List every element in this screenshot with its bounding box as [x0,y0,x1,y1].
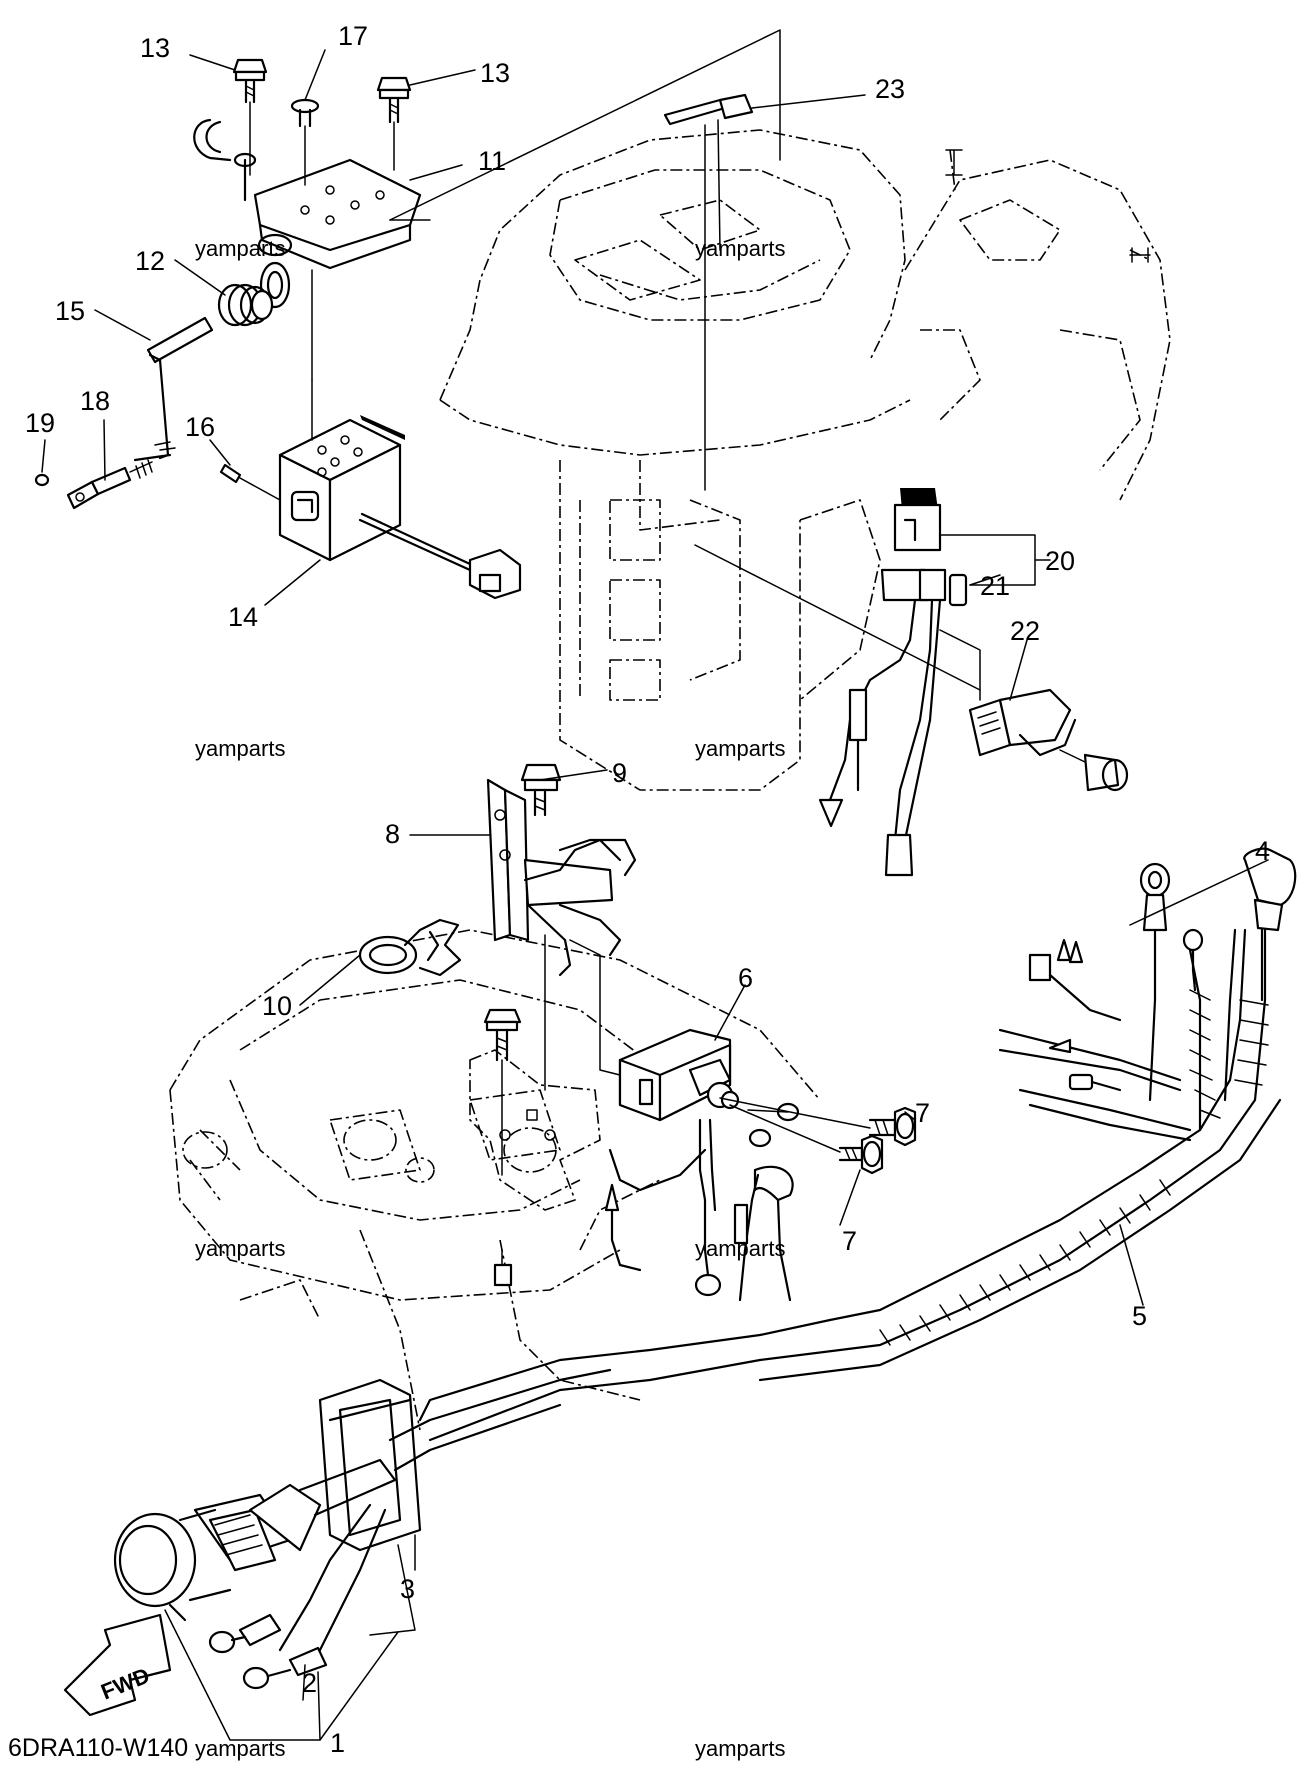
bottom-cowling-outline [169,929,821,1431]
bolt-13-left [232,58,268,104]
callout-7a: 7 [915,1098,930,1128]
callout-18: 18 [80,386,110,416]
callout-15: 15 [55,296,85,326]
callout-4: 4 [1255,836,1270,866]
callout-1: 1 [330,1728,345,1758]
bolt-7-upper [868,1106,917,1147]
terminal-ring-top [1139,862,1171,1102]
leader-lines-right-upper [694,544,981,701]
callout-21: 21 [980,571,1010,601]
regulator-6 [608,1028,740,1297]
connector-20 [828,488,947,842]
callout-10: 10 [262,991,292,1021]
leader-lines-mid [569,939,621,1076]
wire-harness-5 [418,928,1282,1442]
up-arrow [604,1183,642,1272]
callout-20: 20 [1045,546,1075,576]
switch-box-14 [278,379,522,600]
watermark-1: yamparts [195,236,285,261]
callout-17: 17 [338,21,368,51]
fwd-arrow [63,1613,172,1717]
callout-numbers: 13 17 13 11 23 12 15 18 19 16 14 20 21 2… [25,21,1270,1758]
wire-arrow [818,798,844,828]
washers-and-terminals [719,1097,871,1153]
callout-3: 3 [400,1574,415,1604]
screw-17 [290,98,320,128]
callout-13b: 13 [480,58,510,88]
callout-19: 19 [25,408,55,438]
rod-18 [66,459,153,510]
callout-9: 9 [612,758,627,788]
watermarks: yamparts yamparts yamparts yamparts yamp… [195,236,785,1761]
dashed-enclosure [389,29,781,221]
bracket-22 [968,688,1077,757]
cable-boot-4 [1243,847,1297,1002]
plug-grommet-3 [318,1368,612,1552]
clamp-clip [193,118,257,202]
harness-connectors [1028,938,1122,1092]
callout-5: 5 [1132,1301,1147,1331]
callout-22: 22 [1010,616,1040,646]
callout-7b: 7 [842,1226,857,1256]
callout-12: 12 [135,246,165,276]
callout-11: 11 [478,146,506,176]
part-21 [948,573,968,607]
watermark-7: yamparts [195,1736,285,1761]
terminal-ring-mid [1182,928,1204,992]
shaft-15 [133,316,214,462]
bolt-mount-stud [483,934,546,1287]
clamp-10 [358,918,462,977]
wire-terminal-rod [733,1203,749,1245]
callout-13a: 13 [140,33,170,63]
pin-16 [219,463,281,501]
wire-tube [848,688,868,792]
leader-lines-top-left [249,101,395,381]
callout-23: 23 [875,74,905,104]
watermark-4: yamparts [695,736,785,761]
callout-8: 8 [385,819,400,849]
callout-16: 16 [185,412,215,442]
callout-14: 14 [228,602,258,632]
wire-leads-2 [208,1503,387,1690]
bracket-8 [486,778,637,977]
socket-1 [113,1458,397,1622]
watermark-6: yamparts [695,1236,785,1261]
watermark-5: yamparts [195,1236,285,1261]
bolt-13-right [376,76,412,124]
diagram-code: 6DRA110-W140 [8,1734,188,1762]
wire-loop [738,1165,794,1302]
bolt-7-lower [838,1134,884,1175]
mount-plate [469,1049,601,1211]
watermark-2: yamparts [695,236,785,261]
connector-clip-23 [663,93,754,491]
clip-19 [34,473,50,487]
watermark-8: yamparts [695,1736,785,1761]
callout-leaders [41,49,1269,1741]
bracket-11 [253,158,422,270]
callout-6: 6 [738,963,753,993]
callout-2: 2 [302,1668,317,1698]
terminal-end [884,833,914,877]
bolt-9 [520,763,562,817]
coil-spring-12 [217,283,274,327]
watermark-3: yamparts [195,736,285,761]
engine-powerhead-outline [439,129,1171,791]
screw-near-22 [1059,749,1129,792]
